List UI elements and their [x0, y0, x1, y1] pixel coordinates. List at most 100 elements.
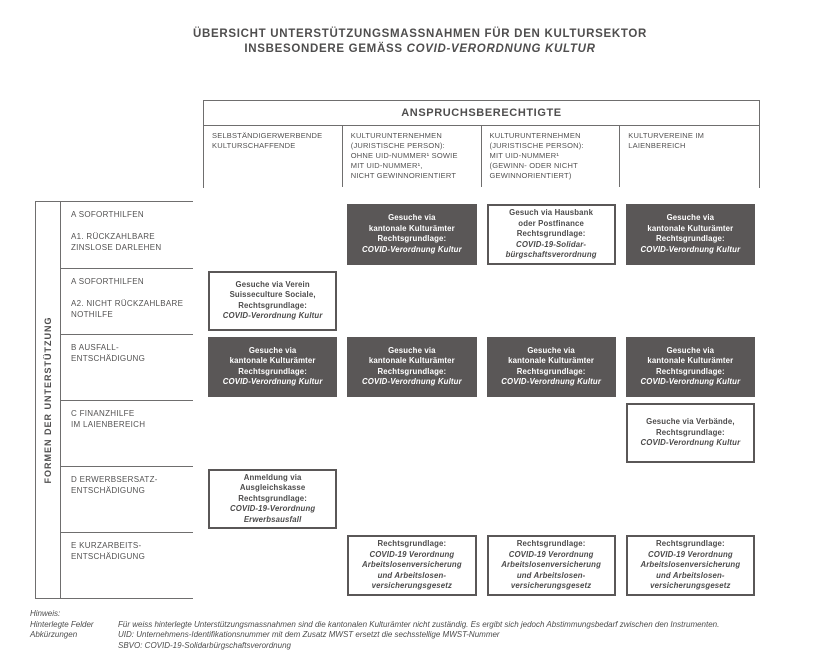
cell-line: Gesuche via: [388, 213, 436, 223]
cell-line: Rechtsgrundlage:: [656, 366, 725, 376]
column-header-kulturvereine: KULTURVEREINE IM LAIENBEREICH: [628, 131, 705, 150]
cell-line-italic: Erwerbsausfall: [243, 514, 302, 524]
notes-section: Hinweis: Hinterlegte Felder Für weiss hi…: [30, 609, 810, 651]
note-label: Hinterlegte Felder: [30, 619, 94, 629]
cell-line-italic: versicherungsgesetz: [371, 581, 453, 591]
page-title-line1: ÜBERSICHT UNTERSTÜTZUNGSMASSNAHMEN FÜR D…: [193, 28, 647, 40]
page-title-line2-normal: INSBESONDERE GEMÄSS: [244, 43, 407, 55]
matrix-slot: [342, 400, 481, 466]
matrix-slot: [203, 201, 342, 268]
cell-line-italic: COVID-Verordnung Kultur: [501, 377, 601, 387]
matrix-slot: [482, 268, 621, 334]
axis-label: FORMEN DER UNTERSTÜTZUNG: [43, 316, 53, 484]
cell-line: Rechtsgrundlage:: [238, 493, 307, 503]
cell-line-italic: COVID-19-Solidar-: [516, 239, 587, 249]
matrix-body: FORMEN DER UNTERSTÜTZUNG A SOFORTHILFEN …: [35, 201, 760, 599]
cell-line: Rechtsgrundlage:: [377, 366, 447, 376]
note-text: UID: Unternehmens-Identifikationsnummer …: [118, 630, 500, 639]
cell-line-italic: COVID-Verordnung Kultur: [640, 377, 741, 387]
page-title-line2: INSBESONDERE GEMÄSS COVID-VERORDNUNG KUL…: [20, 42, 818, 57]
cell-line-italic: versicherungsgesetz: [650, 581, 731, 591]
note-text: Für weiss hinterlegte Unterstützungsmass…: [118, 619, 720, 629]
cell-line: Rechtsgrundlage:: [656, 427, 725, 437]
matrix-slot: [621, 268, 760, 334]
matrix-slot: [203, 532, 342, 599]
column-header-kulturunternehmen-ohne-uid: KULTURUNTERNEHMEN (JURISTISCHE PERSON): …: [343, 126, 482, 187]
cell-line: kantonale Kulturämter: [647, 356, 734, 366]
cell-line: Suisseculture Sociale,: [229, 290, 316, 300]
beneficiaries-header-box: ANSPRUCHSBERECHTIGTE SELBSTÄNDIGERWERBEN…: [203, 100, 760, 188]
cell-line-italic: COVID-Verordnung Kultur: [362, 377, 462, 387]
matrix-slot: [482, 466, 621, 533]
matrix-slot: Gesuche via Verbände,Rechtsgrundlage:COV…: [621, 400, 760, 466]
cell-line: Rechtsgrundlage:: [516, 539, 586, 549]
column-header-kulturunternehmen-mit-uid: KULTURUNTERNEHMEN (JURISTISCHE PERSON): …: [482, 126, 621, 187]
matrix-slot: [203, 400, 342, 466]
cell-line-italic: COVID-Verordnung Kultur: [640, 438, 741, 448]
row-label: E KURZARBEITS- ENTSCHÄDIGUNG: [61, 532, 193, 599]
cell-line: Gesuche via: [666, 213, 715, 223]
row-label: D ERWERBSERSATZ- ENTSCHÄDIGUNG: [61, 465, 193, 533]
cell-line-italic: und Arbeitslosen-: [516, 570, 586, 580]
cell-line-italic: bürgschaftsverordnung: [505, 250, 597, 259]
cell-line: Rechtsgrundlage:: [656, 234, 725, 244]
note-row: Hinterlegte Felder Für weiss hinterlegte…: [30, 620, 810, 631]
matrix-slot: [621, 466, 760, 533]
cell-line: Rechtsgrundlage:: [656, 539, 725, 549]
cell-line-italic: Arbeitslosenversicherung: [501, 560, 602, 570]
row-label: A SOFORTHILFEN A1. RÜCKZAHLBARE ZINSLOSE…: [61, 201, 193, 268]
cell-line: Rechtsgrundlage:: [377, 234, 447, 244]
cell-line: Rechtsgrundlage:: [377, 539, 447, 549]
matrix-slot: [342, 466, 481, 533]
cell-line: Gesuch via Hausbank: [509, 208, 594, 217]
matrix-slot: [342, 268, 481, 334]
beneficiaries-header-title: ANSPRUCHSBERECHTIGTE: [204, 101, 759, 126]
note-row: Abkürzungen UID: Unternehmens-Identifika…: [30, 630, 810, 641]
cell-line-italic: und Arbeitslosen-: [656, 570, 725, 580]
cell-line: kantonale Kulturämter: [368, 356, 455, 366]
row-label: A SOFORTHILFEN A2. NICHT RÜCKZAHLBARE NO…: [61, 267, 193, 334]
cell-line: Rechtsgrundlage:: [516, 366, 586, 376]
axis-box: FORMEN DER UNTERSTÜTZUNG: [35, 201, 61, 599]
cell-line: kantonale Kulturämter: [368, 223, 455, 233]
cell-line: Gesuche via: [666, 345, 715, 355]
cell-line: Anmeldung via: [243, 472, 302, 482]
measure-cell: Gesuche via Verbände,Rechtsgrundlage:COV…: [625, 402, 755, 463]
cell-line: Gesuche via Verein: [235, 279, 310, 289]
cell-line-italic: COVID-19 Verordnung: [369, 549, 455, 559]
matrix-slot: [482, 400, 621, 466]
row-label: B AUSFALL- ENTSCHÄDIGUNG: [61, 333, 193, 400]
cell-line-italic: COVID-Verordnung Kultur: [222, 377, 323, 387]
cell-line: kantonale Kulturämter: [647, 223, 734, 233]
note-row: SBVO: COVID-19-Solidarbürgschaftsverordn…: [30, 641, 810, 652]
row-label: C FINANZHILFE IM LAIENBEREICH: [61, 399, 193, 466]
cell-line-italic: COVID-Verordnung Kultur: [640, 244, 741, 254]
cell-line: Rechtsgrundlage:: [238, 300, 307, 310]
cell-line-italic: versicherungsgesetz: [510, 581, 592, 591]
cell-line: Rechtsgrundlage:: [516, 229, 586, 238]
note-text: SBVO: COVID-19-Solidarbürgschaftsverordn…: [118, 640, 291, 650]
note-label: [30, 641, 118, 652]
column-header-selbstaendigerwerbende: SELBSTÄNDIGERWERBENDE KULTURSCHAFFENDE: [204, 126, 343, 187]
column-headers: SELBSTÄNDIGERWERBENDE KULTURSCHAFFENDE K…: [204, 126, 759, 187]
notes-heading: Hinweis:: [30, 609, 61, 618]
cell-line: oder Postfinance: [518, 218, 584, 228]
cell-line-italic: COVID-Verordnung Kultur: [222, 311, 323, 321]
